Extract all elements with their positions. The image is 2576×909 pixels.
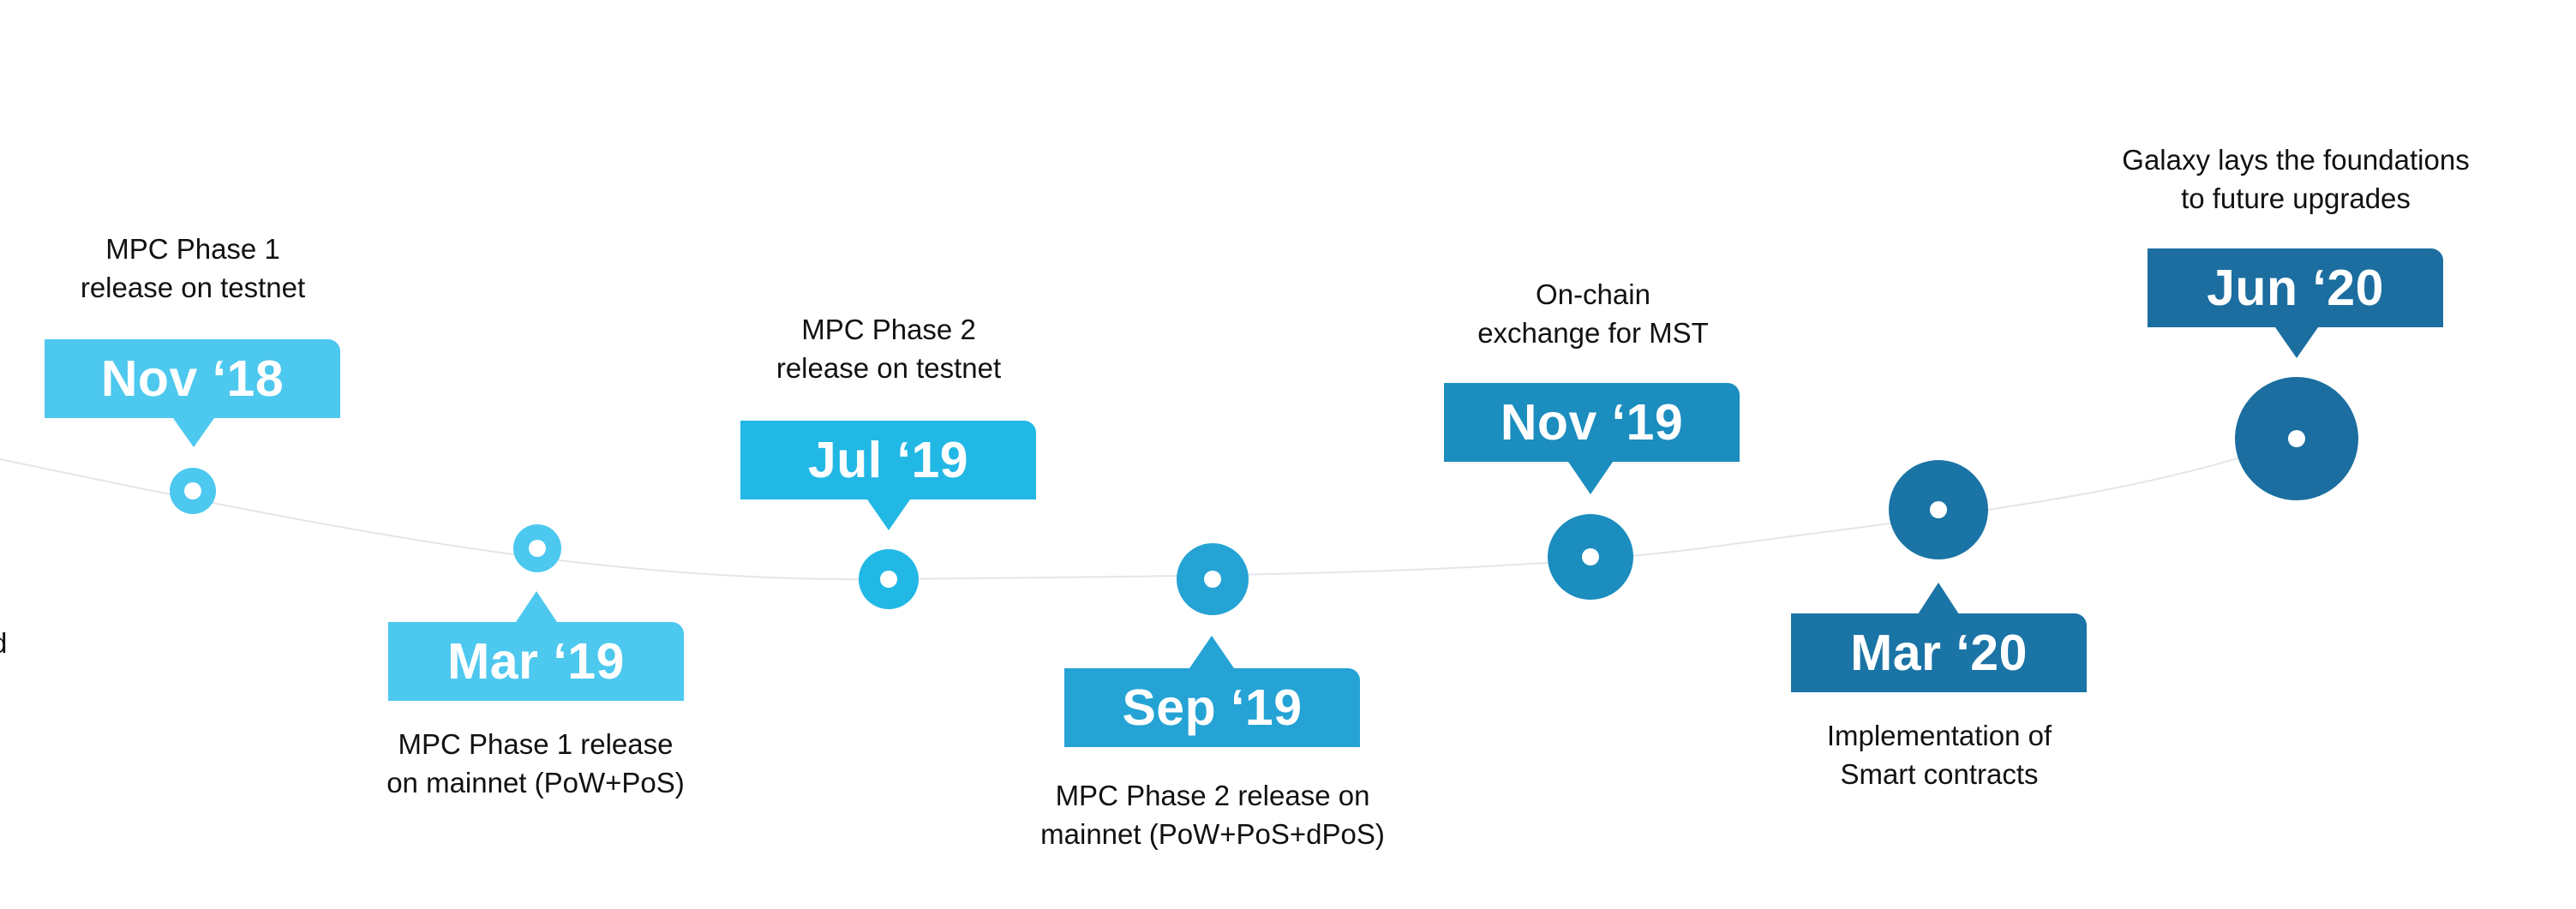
milestone-description: On-chain exchange for MST [1477,278,1709,349]
milestone-description: Implementation of Smart contracts [1826,720,2052,790]
milestone-node [1548,514,1633,600]
date-label: Jul ‘19 [740,421,1036,499]
label-pointer [516,591,557,622]
milestone-description: MPC Phase 2 release on testnet [776,314,1002,384]
milestone-node [1177,543,1249,615]
label-pointer [1568,462,1613,494]
label-pointer [867,499,910,530]
date-label: Sep ‘19 [1064,668,1360,747]
milestone-node [513,524,561,572]
label-pointer [2275,327,2318,358]
milestone-description: MPC Phase 2 release on mainnet (PoW+PoS+… [1040,780,1385,850]
milestone-node [2235,377,2358,500]
milestone-description: MPC Phase 1 release on mainnet (PoW+PoS) [386,728,685,798]
milestone-node [170,468,216,514]
date-label: Jun ‘20 [2148,248,2443,327]
date-label: Nov ‘19 [1444,383,1740,462]
label-pointer [173,418,214,447]
milestone-description: MPC Phase 1 release on testnet [80,233,306,303]
label-pointer [1189,636,1234,668]
date-label: Mar ‘20 [1791,613,2087,692]
milestone-node [1889,460,1988,559]
date-label: Mar ‘19 [388,622,684,701]
label-pointer [1916,583,1961,617]
date-label: Nov ‘18 [45,339,340,418]
partial-left-text: d [0,627,7,660]
milestone-description: Galaxy lays the foundations to future up… [2122,144,2470,214]
milestone-node [859,549,919,609]
